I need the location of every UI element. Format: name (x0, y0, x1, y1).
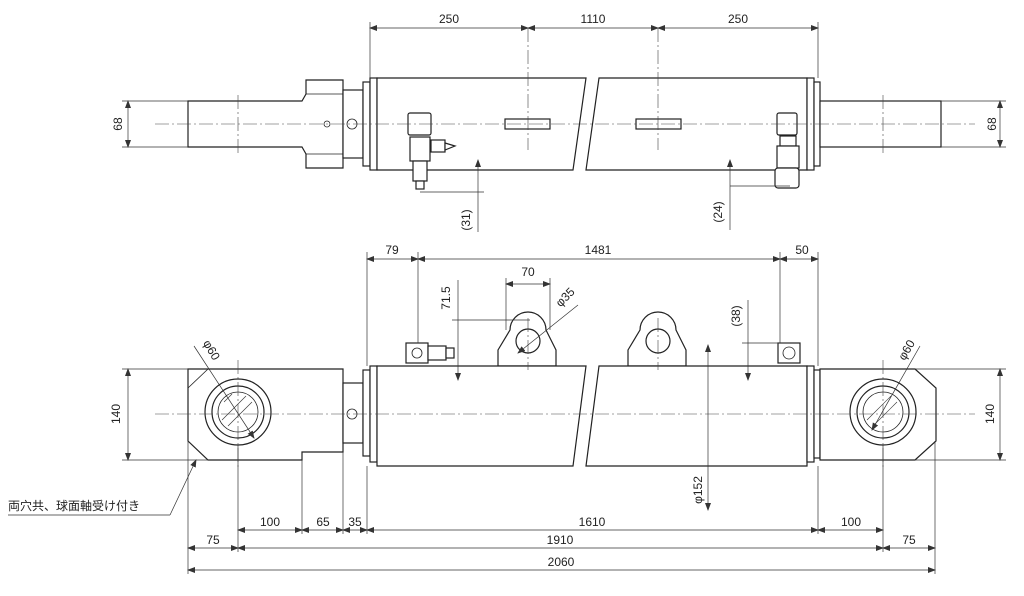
dim-100-right: 100 (841, 515, 861, 529)
dim-1910: 1910 (547, 533, 574, 547)
front-right-port (777, 342, 801, 364)
dim-phi152: φ152 (691, 476, 705, 504)
dim-100-left: 100 (260, 515, 280, 529)
dim-38: (38) (729, 305, 743, 326)
dim-71-5: 71.5 (439, 286, 453, 310)
dim-top-68-left: 68 (111, 117, 125, 131)
dim-top-24: (24) (711, 201, 725, 222)
front-view (155, 311, 975, 470)
front-tube-right (585, 365, 808, 467)
dim-1481: 1481 (585, 243, 612, 257)
top-trunnion-left (504, 118, 551, 130)
dim-50: 50 (795, 243, 809, 257)
front-trunnion-right (627, 311, 687, 367)
front-left-gland (342, 382, 364, 444)
dim-75-left: 75 (206, 533, 220, 547)
top-view (155, 28, 975, 190)
dim-65: 65 (316, 515, 330, 529)
dim-1610: 1610 (579, 515, 606, 529)
dim-140-right: 140 (983, 404, 997, 424)
top-view-dimensions: 250 1110 250 68 68 (31) (24) (111, 12, 1006, 232)
dim-70: 70 (521, 265, 535, 279)
dim-top-1110: 1110 (581, 12, 606, 26)
dim-75-right: 75 (902, 533, 916, 547)
dim-phi60-right: φ60 (895, 337, 918, 363)
dim-top-250-left: 250 (439, 12, 459, 26)
dim-79: 79 (385, 243, 399, 257)
top-right-port-fitting (774, 112, 800, 189)
front-left-port (405, 342, 455, 364)
dim-phi35: φ35 (553, 285, 578, 310)
dim-top-68-right: 68 (985, 117, 999, 131)
dim-phi60-left: φ60 (200, 337, 223, 363)
front-view-dimensions: 79 1481 50 70 71.5 φ35 (38) φ60 φ60 140 … (8, 243, 1006, 516)
dim-35: 35 (348, 515, 362, 529)
bearing-note: 両穴共、球面軸受け付き (8, 498, 140, 513)
dim-top-250-right: 250 (728, 12, 748, 26)
dim-2060: 2060 (548, 555, 575, 569)
dim-top-31: (31) (459, 209, 473, 230)
front-tube-left (376, 365, 587, 467)
bottom-dimensions: 100 65 35 1610 100 75 1910 75 2060 (187, 441, 936, 574)
dim-140-left: 140 (109, 404, 123, 424)
